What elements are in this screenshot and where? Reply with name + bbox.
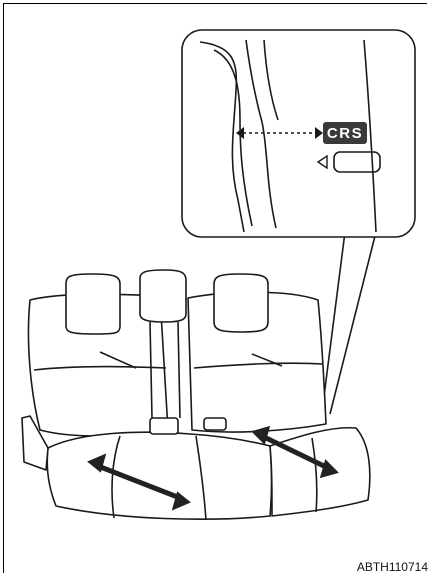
center-buckle: [150, 418, 178, 434]
figure-code: ABTH110714: [357, 560, 428, 574]
right-seat-cushion: [270, 428, 370, 516]
callout-pointer-right: [330, 232, 376, 414]
rear-seat: [22, 270, 370, 520]
left-headrest: [66, 274, 120, 334]
right-headrest: [214, 274, 268, 332]
center-headrest: [140, 270, 186, 322]
left-seat-cushion: [47, 432, 271, 519]
crs-label-text: CRS: [327, 125, 363, 142]
callout-pointer-left: [322, 232, 345, 412]
right-buckle: [204, 418, 226, 430]
